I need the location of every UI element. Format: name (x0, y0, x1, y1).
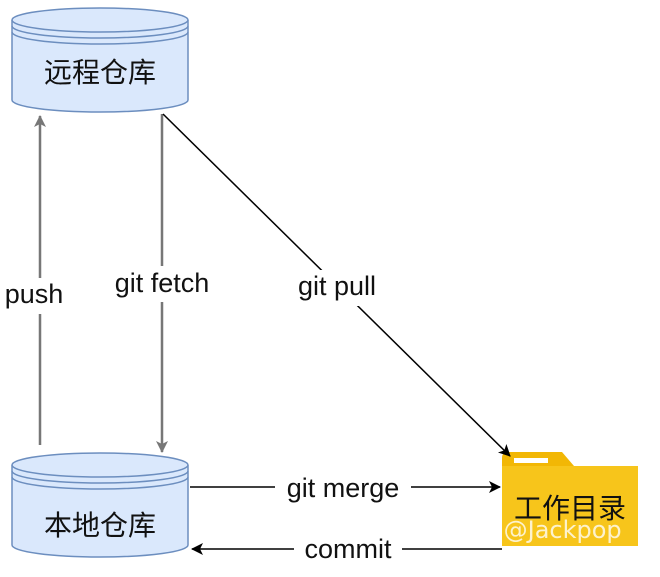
git-pull-edge: git pull (162, 113, 511, 457)
local-repo-label: 本地仓库 (44, 510, 156, 541)
database-icon (11, 452, 189, 558)
folder-icon (502, 452, 638, 546)
remote-repo-label: 远程仓库 (44, 57, 156, 88)
database-icon (11, 7, 189, 113)
local-repo-node: 本地仓库 (11, 452, 189, 558)
working-dir-node: 工作目录 (502, 452, 638, 546)
git-merge-edge: git merge (190, 472, 501, 504)
git-fetch-edge: git fetch (104, 114, 220, 453)
git-fetch-label: git fetch (115, 268, 210, 298)
watermark: 知乎 @Jackpop (448, 516, 622, 544)
working-dir-label: 工作目录 (514, 493, 626, 524)
push-label: push (5, 279, 64, 309)
git-pull-label: git pull (298, 271, 376, 301)
commit-label: commit (305, 534, 392, 564)
push-edge: push (0, 115, 70, 445)
remote-repo-node: 远程仓库 (11, 7, 189, 113)
git-merge-label: git merge (287, 473, 400, 503)
commit-edge: commit (191, 534, 502, 566)
